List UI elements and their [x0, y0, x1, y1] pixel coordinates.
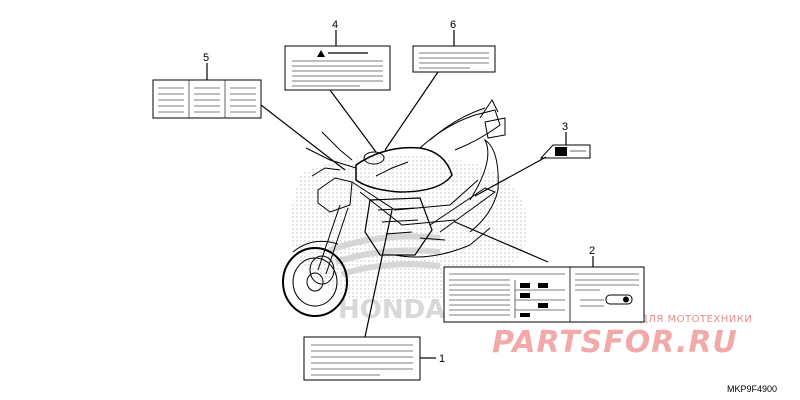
warning-triangle-icon	[317, 50, 325, 57]
callout-number-1: 1	[439, 353, 445, 365]
watermark-site: PARTSFOR.RU	[492, 325, 738, 360]
pictogram-icon	[580, 294, 633, 307]
motorcycle-drawing	[282, 99, 506, 317]
brand-mark-text: HONDA	[338, 295, 445, 325]
label-4-panel[interactable]	[284, 45, 391, 91]
label-2-panel[interactable]	[443, 266, 645, 323]
leader-lines	[206, 30, 594, 359]
callout-number-2: 2	[589, 245, 595, 257]
label-6-panel[interactable]	[412, 45, 496, 73]
stipple-background	[289, 154, 528, 303]
callout-number-3: 3	[562, 121, 568, 133]
diagram-code: MKP9F4900	[727, 384, 777, 394]
grid-block-marks	[520, 283, 548, 317]
callout-number-6: 6	[450, 19, 456, 31]
callout-number-4: 4	[332, 19, 338, 31]
callout-number-5: 5	[203, 52, 209, 64]
label-3-panel[interactable]	[539, 144, 591, 159]
label-5-panel[interactable]	[152, 79, 262, 119]
label-1-panel[interactable]	[303, 336, 421, 381]
